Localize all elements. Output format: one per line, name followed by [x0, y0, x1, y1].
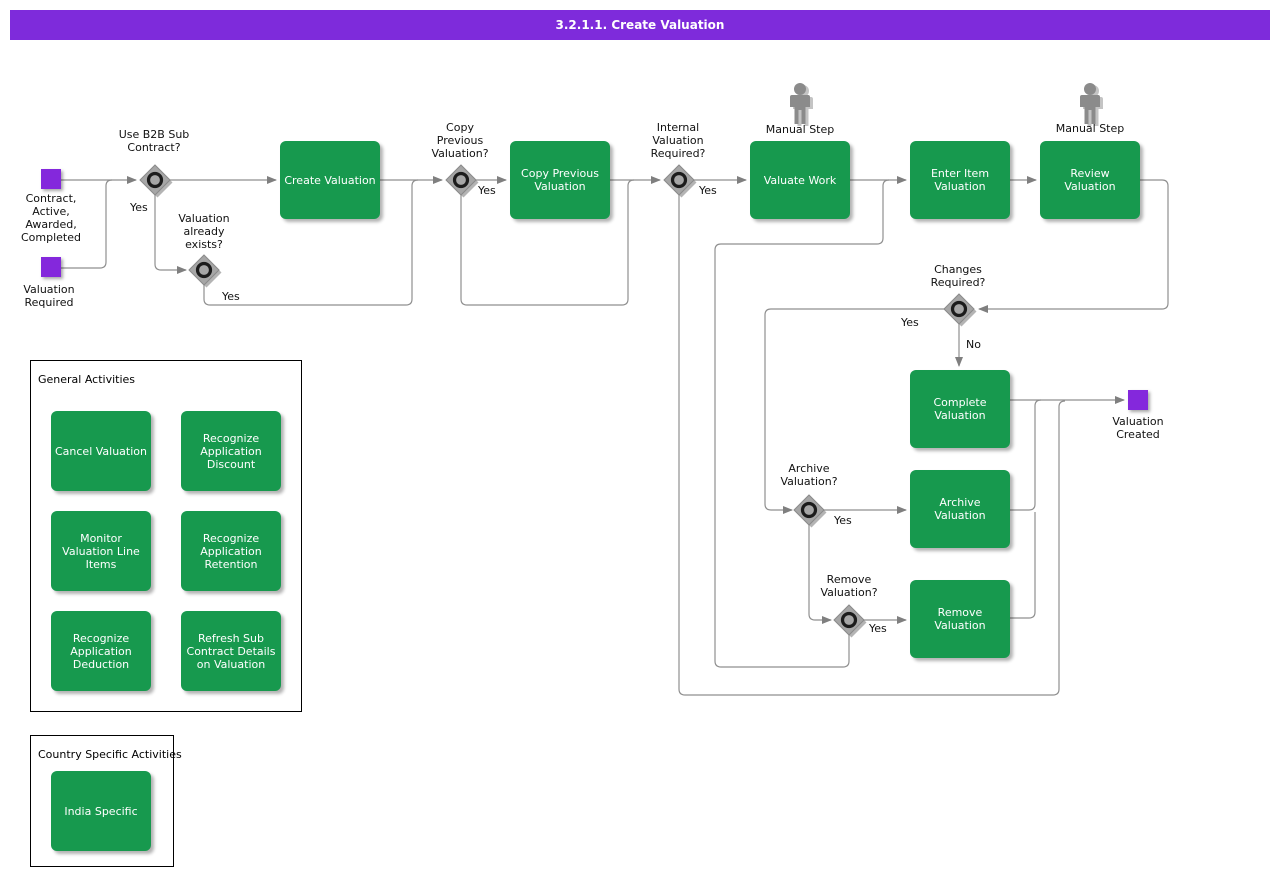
decision-copy-previous-gateway-icon	[445, 164, 479, 198]
task-recognize-application-deduction[interactable]: Recognize Application Deduction	[51, 611, 151, 691]
country-specific-activities-panel: Country Specific Activities India Specif…	[30, 735, 182, 867]
task-create-valuation[interactable]: Create Valuation	[280, 141, 380, 219]
start-event-valuation-required	[41, 257, 61, 277]
decision-label-already-exists: Valuation already exists?	[178, 212, 230, 251]
manual-step-person-icon	[790, 83, 813, 126]
edge-label-internal-yes: Yes	[699, 184, 717, 197]
task-copy-previous-valuation[interactable]: Copy Previous Valuation	[510, 141, 610, 219]
decision-label-use-b2b: Use B2B Sub Contract?	[118, 128, 190, 154]
decision-label-changes-required: Changes Required?	[930, 263, 986, 289]
decision-label-archive: Archive Valuation?	[780, 462, 838, 488]
edge-label-remove-yes: Yes	[869, 622, 887, 635]
start-event-valuation-required-label: Valuation Required	[23, 283, 75, 309]
decision-archive-gateway-icon	[793, 494, 827, 528]
decision-remove-gateway-icon	[833, 604, 867, 638]
edge-label-archive-yes: Yes	[834, 514, 852, 527]
decision-label-internal-required: Internal Valuation Required?	[650, 121, 706, 160]
decision-label-remove: Remove Valuation?	[820, 573, 878, 599]
general-activities-title: General Activities	[38, 373, 136, 386]
manual-step-label: Manual Step	[765, 123, 835, 136]
edge-label-changes-yes: Yes	[901, 316, 919, 329]
task-india-specific[interactable]: India Specific	[51, 771, 151, 851]
end-event-valuation-created	[1128, 390, 1148, 410]
task-monitor-valuation-line-items[interactable]: Monitor Valuation Line Items	[51, 511, 151, 591]
decision-changes-required-gateway-icon	[943, 293, 977, 327]
start-event-contract	[41, 169, 61, 189]
task-valuate-work[interactable]: Valuate Work	[750, 141, 850, 219]
task-cancel-valuation[interactable]: Cancel Valuation	[51, 411, 151, 491]
decision-use-b2b-gateway-icon	[139, 164, 173, 198]
decision-internal-required-gateway-icon	[663, 164, 697, 198]
task-complete-valuation[interactable]: Complete Valuation	[910, 370, 1010, 448]
task-refresh-sub-contract-details[interactable]: Refresh Sub Contract Details on Valuatio…	[181, 611, 281, 691]
page-title: 3.2.1.1. Create Valuation	[10, 10, 1270, 40]
edge-label-b2b-yes: Yes	[130, 201, 148, 214]
task-remove-valuation[interactable]: Remove Valuation	[910, 580, 1010, 658]
end-event-valuation-created-label: Valuation Created	[1112, 415, 1164, 441]
task-archive-valuation[interactable]: Archive Valuation	[910, 470, 1010, 548]
decision-already-exists-gateway-icon	[188, 254, 222, 288]
edge-label-copy-yes: Yes	[478, 184, 496, 197]
manual-step-label: Manual Step	[1055, 122, 1125, 135]
start-event-contract-label: Contract, Active, Awarded, Completed	[21, 192, 81, 244]
country-specific-activities-title: Country Specific Activities	[38, 748, 182, 761]
edge-label-exists-yes: Yes	[222, 290, 240, 303]
task-recognize-application-discount[interactable]: Recognize Application Discount	[181, 411, 281, 491]
manual-step-person-icon	[1080, 83, 1103, 126]
general-activities-panel: General Activities Cancel Valuation Reco…	[30, 360, 302, 712]
task-review-valuation[interactable]: Review Valuation	[1040, 141, 1140, 219]
decision-label-copy-previous: Copy Previous Valuation?	[431, 121, 489, 160]
task-recognize-application-retention[interactable]: Recognize Application Retention	[181, 511, 281, 591]
edge-label-changes-no: No	[966, 338, 981, 351]
task-enter-item-valuation[interactable]: Enter Item Valuation	[910, 141, 1010, 219]
